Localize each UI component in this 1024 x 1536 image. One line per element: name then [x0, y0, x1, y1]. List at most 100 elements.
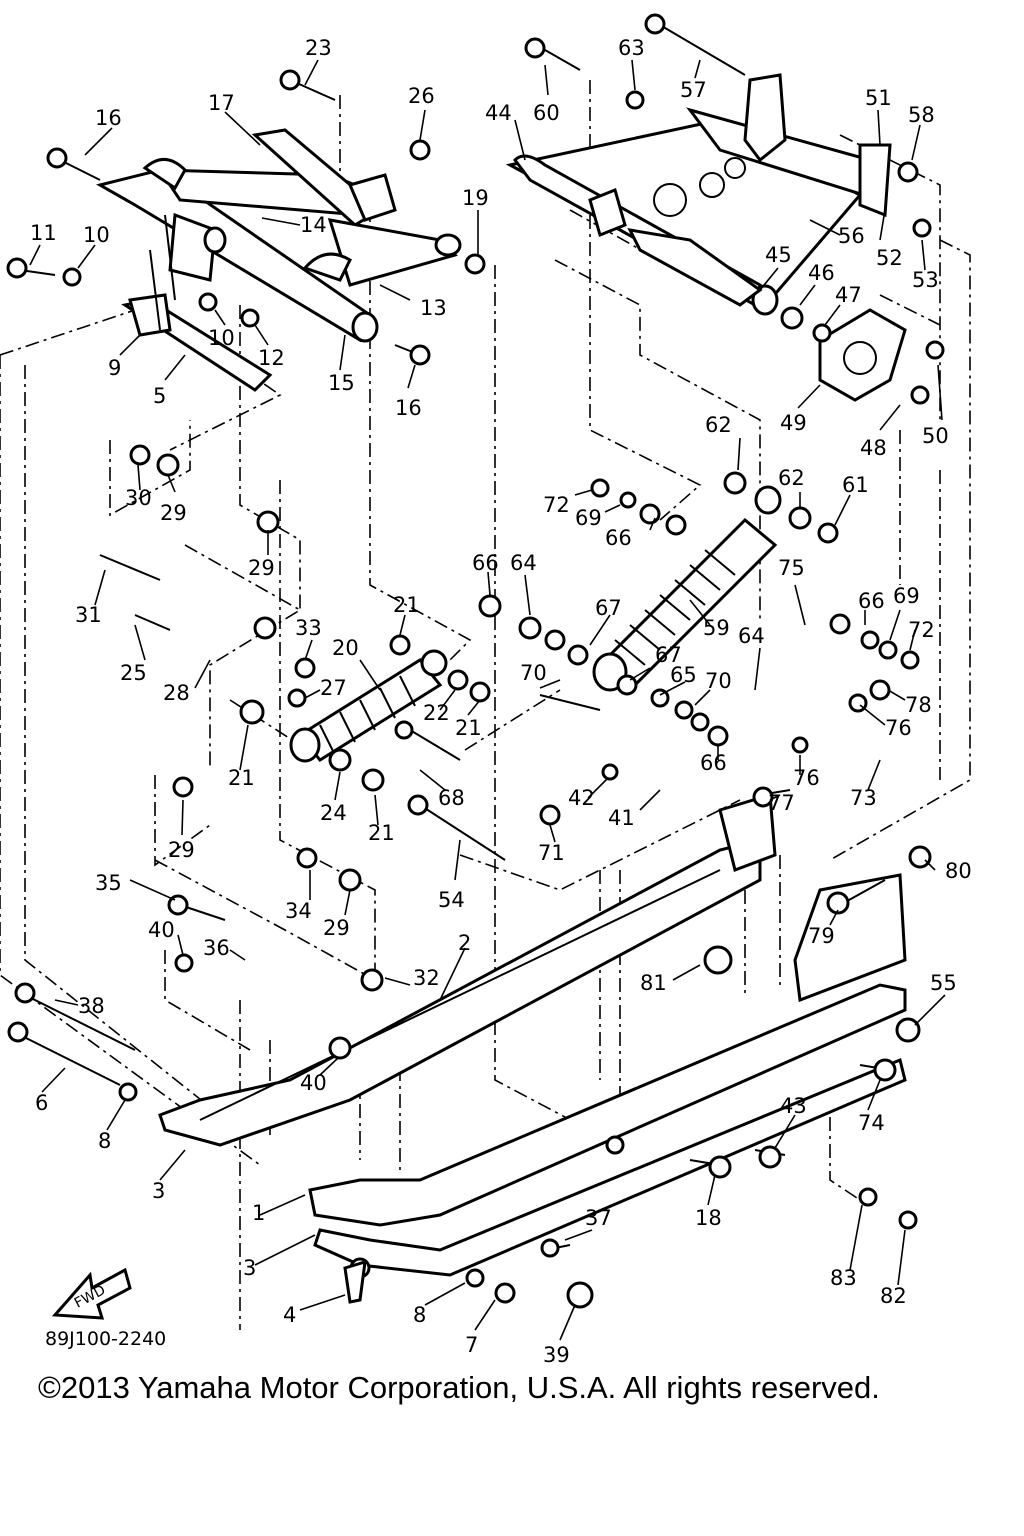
callout-5: 5 [153, 384, 166, 408]
callout-53: 53 [912, 268, 939, 292]
callout-10b: 10 [208, 326, 235, 350]
callout-29c: 29 [168, 838, 195, 862]
callout-38: 38 [78, 994, 105, 1018]
callout-21: 21 [393, 593, 420, 617]
callout-76: 76 [885, 716, 912, 740]
callout-79: 79 [808, 924, 835, 948]
callout-58: 58 [908, 103, 935, 127]
rear-pivot-arm-assembly [96, 128, 462, 392]
callout-22: 22 [423, 701, 450, 725]
callout-29d: 29 [323, 916, 350, 940]
callout-62: 62 [705, 413, 732, 437]
callout-leaders [29, 59, 946, 1341]
slide-rails [158, 793, 907, 1277]
callout-45: 45 [765, 243, 792, 267]
diagram-code: 89J100-2240 [45, 1328, 166, 1350]
callout-74: 74 [858, 1111, 885, 1135]
callout-70b: 70 [705, 669, 732, 693]
callout-66c: 66 [858, 589, 885, 613]
callout-68: 68 [438, 786, 465, 810]
callout-2: 2 [458, 931, 471, 955]
callout-46: 46 [808, 261, 835, 285]
callout-15: 15 [328, 371, 355, 395]
callout-17: 17 [208, 91, 235, 115]
rear-shock-absorber [289, 649, 448, 763]
callout-16b: 16 [395, 396, 422, 420]
callout-31: 31 [75, 603, 102, 627]
callout-43: 43 [780, 1094, 807, 1118]
callout-69b: 69 [893, 584, 920, 608]
callout-23: 23 [305, 36, 332, 60]
callout-71: 71 [538, 841, 565, 865]
callout-81: 81 [640, 971, 667, 995]
callout-66b: 66 [472, 551, 499, 575]
callout-18: 18 [695, 1206, 722, 1230]
callout-61: 61 [842, 473, 869, 497]
callout-25: 25 [120, 661, 147, 685]
callout-62b: 62 [778, 466, 805, 490]
callout-55: 55 [930, 971, 957, 995]
callout-28: 28 [163, 681, 190, 705]
callout-63: 63 [618, 36, 645, 60]
callout-16: 16 [95, 106, 122, 130]
callout-82: 82 [880, 1284, 907, 1308]
callout-60: 60 [533, 101, 560, 125]
front-shock-absorber [592, 485, 782, 693]
callout-67: 67 [595, 596, 622, 620]
callout-24: 24 [320, 801, 347, 825]
callout-21d: 21 [368, 821, 395, 845]
callout-11: 11 [30, 221, 57, 245]
copyright-notice: ©2013 Yamaha Motor Corporation, U.S.A. A… [38, 1370, 880, 1405]
callout-42: 42 [568, 786, 595, 810]
callout-20: 20 [332, 636, 359, 660]
callout-66: 66 [605, 526, 632, 550]
callout-27: 27 [320, 676, 347, 700]
fasteners [6, 13, 945, 1309]
callout-76b: 76 [793, 766, 820, 790]
callout-78: 78 [905, 693, 932, 717]
callout-47: 47 [835, 283, 862, 307]
callout-12: 12 [258, 346, 285, 370]
callout-48: 48 [860, 436, 887, 460]
callout-80: 80 [945, 859, 972, 883]
callout-64: 64 [510, 551, 537, 575]
callout-50: 50 [922, 424, 949, 448]
callout-37: 37 [585, 1206, 612, 1230]
callout-51: 51 [865, 86, 892, 110]
callout-44: 44 [485, 101, 512, 125]
callout-32: 32 [413, 966, 440, 990]
callout-8: 8 [98, 1129, 111, 1153]
callout-10: 10 [83, 223, 110, 247]
callout-21c: 21 [228, 766, 255, 790]
callout-34: 34 [285, 899, 312, 923]
callout-1: 1 [252, 1201, 265, 1225]
callout-72b: 72 [908, 618, 935, 642]
callout-19: 19 [462, 186, 489, 210]
callout-6: 6 [35, 1091, 48, 1115]
callout-40: 40 [148, 918, 175, 942]
callout-70: 70 [520, 661, 547, 685]
front-crossmember-assembly [505, 73, 907, 402]
callout-39: 39 [543, 1343, 570, 1367]
callout-29b: 29 [248, 556, 275, 580]
callout-73: 73 [850, 786, 877, 810]
callout-3: 3 [152, 1179, 165, 1203]
callout-54: 54 [438, 888, 465, 912]
callout-7: 7 [465, 1333, 478, 1357]
callout-59: 59 [703, 616, 730, 640]
callout-77: 77 [768, 791, 795, 815]
callout-8b: 8 [413, 1303, 426, 1327]
callout-75: 75 [778, 556, 805, 580]
callout-72: 72 [543, 493, 570, 517]
callout-14: 14 [300, 213, 327, 237]
callout-83: 83 [830, 1266, 857, 1290]
callout-64b: 64 [738, 624, 765, 648]
callout-21b: 21 [455, 716, 482, 740]
callout-52: 52 [876, 246, 903, 270]
callout-26: 26 [408, 84, 435, 108]
callout-40b: 40 [300, 1071, 327, 1095]
callout-35: 35 [95, 871, 122, 895]
callout-labels: 23 17 16 26 44 60 63 57 51 58 19 11 10 1… [30, 36, 972, 1367]
callout-49: 49 [780, 411, 807, 435]
callout-29: 29 [160, 501, 187, 525]
